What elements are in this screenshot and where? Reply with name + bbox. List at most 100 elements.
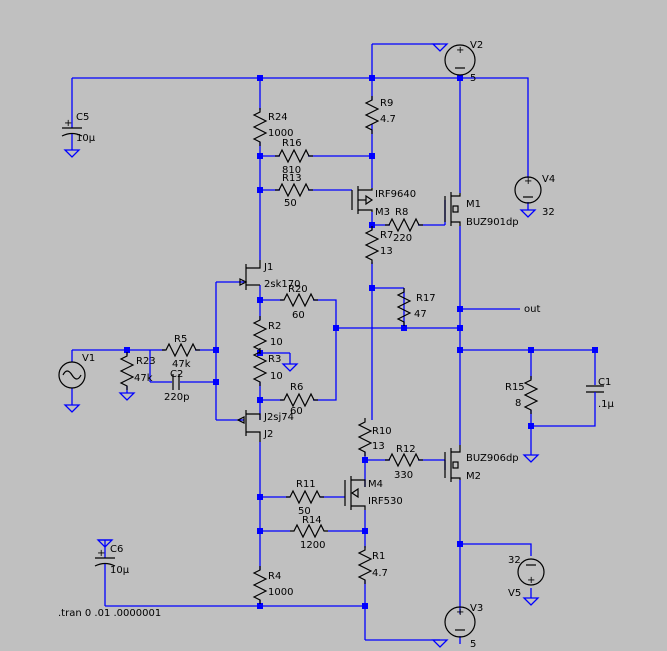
resistor-r7[interactable]	[365, 225, 379, 265]
label-r4-value: 1000	[268, 587, 293, 598]
label-r15-value: 8	[515, 398, 521, 409]
label-r4-name: R4	[268, 571, 281, 582]
label-r6-value: 60	[290, 406, 303, 417]
label-c6-value: 10µ	[110, 565, 130, 576]
label-m3-value: IRF9640	[375, 189, 416, 200]
label-r9-value: 4.7	[380, 114, 396, 125]
label-r6-name: R6	[290, 382, 303, 393]
voltage-source-v5[interactable]: +	[517, 558, 545, 586]
label-r2-name: R2	[268, 321, 281, 332]
label-m4-name: M4	[368, 479, 383, 490]
resistor-r5[interactable]	[161, 343, 201, 357]
label-r3-name: R3	[268, 354, 281, 365]
wires	[71, 43, 598, 644]
label-v3-value: 5	[470, 639, 476, 650]
label-c5-value: 10µ	[76, 133, 96, 144]
label-r8-name: R8	[395, 207, 408, 218]
resistor-r16[interactable]	[274, 149, 314, 163]
spice-directive: .tran 0 .01 .0000001	[58, 608, 161, 619]
label-r12-name: R12	[396, 444, 416, 455]
label-r3-value: 10	[270, 371, 283, 382]
label-v4-name: V4	[542, 174, 555, 185]
label-v2-value: 5	[470, 73, 476, 84]
label-v4-value: 32	[542, 207, 555, 218]
label-c1-value: .1µ	[598, 399, 615, 410]
label-r20-value: 60	[292, 310, 305, 321]
label-r20-name: R20	[288, 284, 308, 295]
svg-text:+: +	[524, 176, 532, 187]
svg-text:+: +	[64, 118, 72, 129]
resistor-r12[interactable]	[384, 453, 424, 467]
label-j1-value: 2sk170	[264, 279, 300, 290]
label-r17-name: R17	[416, 293, 436, 304]
resistor-r15[interactable]	[524, 375, 538, 415]
label-r1-name: R1	[372, 551, 385, 562]
label-r14-value: 1200	[300, 540, 325, 551]
label-r10-name: R10	[372, 426, 392, 437]
label-r14-name: R14	[302, 515, 322, 526]
voltage-source-v2[interactable]: +	[444, 44, 476, 76]
mosfet-m2[interactable]	[444, 445, 461, 482]
label-r11-value: 50	[298, 506, 311, 517]
resistor-r1[interactable]	[358, 545, 372, 585]
label-r16-name: R16	[282, 138, 302, 149]
voltage-source-v3[interactable]: +	[444, 606, 476, 638]
resistor-r4[interactable]	[253, 565, 267, 605]
component-labels: C5 10µ V2 5 V4 32 R24 1000 R9 4.7 R16 81…	[58, 40, 615, 650]
label-m4-value: IRF530	[368, 496, 403, 507]
label-r23-value: 47k	[134, 373, 153, 384]
label-m3-name: M3	[375, 207, 390, 218]
resistor-r20[interactable]	[279, 293, 319, 307]
voltage-source-v4[interactable]: +	[514, 176, 542, 204]
jfet-j1[interactable]	[239, 260, 261, 290]
capacitor-c6[interactable]: +	[94, 548, 116, 575]
label-c2-value: 220p	[164, 392, 189, 403]
jfet-j2[interactable]	[236, 410, 261, 442]
label-j2-value: J2sj74	[263, 412, 294, 423]
label-r13-name: R13	[282, 173, 302, 184]
label-r23-name: R23	[136, 356, 156, 367]
mosfet-m4[interactable]	[344, 476, 366, 510]
resistor-r24[interactable]	[253, 107, 267, 147]
label-r11-name: R11	[296, 479, 316, 490]
resistor-r23[interactable]	[120, 351, 134, 391]
capacitor-c2[interactable]	[172, 374, 180, 390]
label-c1-name: C1	[598, 377, 611, 388]
label-r24-name: R24	[268, 112, 288, 123]
label-m2-value: BUZ906dp	[466, 453, 519, 464]
label-r15-name: R15	[505, 382, 525, 393]
resistor-r10[interactable]	[358, 417, 372, 457]
capacitor-c1[interactable]	[586, 385, 604, 402]
svg-text:+: +	[456, 45, 464, 56]
svg-text:+: +	[97, 548, 105, 559]
capacitor-c5[interactable]: +	[61, 118, 83, 146]
mosfet-m3[interactable]	[351, 186, 374, 214]
svg-text:+: +	[456, 607, 464, 618]
label-v1-name: V1	[82, 353, 95, 364]
resistor-r13[interactable]	[274, 183, 314, 197]
label-v5-value: 32	[508, 555, 521, 566]
net-label-out: out	[524, 304, 540, 315]
label-r16-value: 810	[282, 165, 301, 176]
voltage-source-v1[interactable]	[58, 361, 86, 389]
label-v3-name: V3	[470, 603, 483, 614]
label-r7-name: R7	[380, 230, 393, 241]
ground-symbols	[64, 43, 539, 648]
label-r13-value: 50	[284, 198, 297, 209]
label-r7-value: 13	[380, 246, 393, 257]
label-m2-name: M2	[466, 471, 481, 482]
label-c6-name: C6	[110, 544, 123, 555]
label-v2-name: V2	[470, 40, 483, 51]
resistor-r14[interactable]	[289, 524, 329, 538]
resistor-r6[interactable]	[279, 393, 319, 407]
label-r24-value: 1000	[268, 128, 293, 139]
label-c2-name: C2	[170, 369, 183, 380]
resistor-r11[interactable]	[285, 490, 325, 504]
mosfet-m1[interactable]	[444, 192, 461, 226]
label-r10-value: 13	[372, 441, 385, 452]
label-r12-value: 330	[394, 470, 413, 481]
svg-text:+: +	[527, 575, 535, 586]
label-v5-name: V5	[508, 588, 521, 599]
label-r5-name: R5	[174, 334, 187, 345]
